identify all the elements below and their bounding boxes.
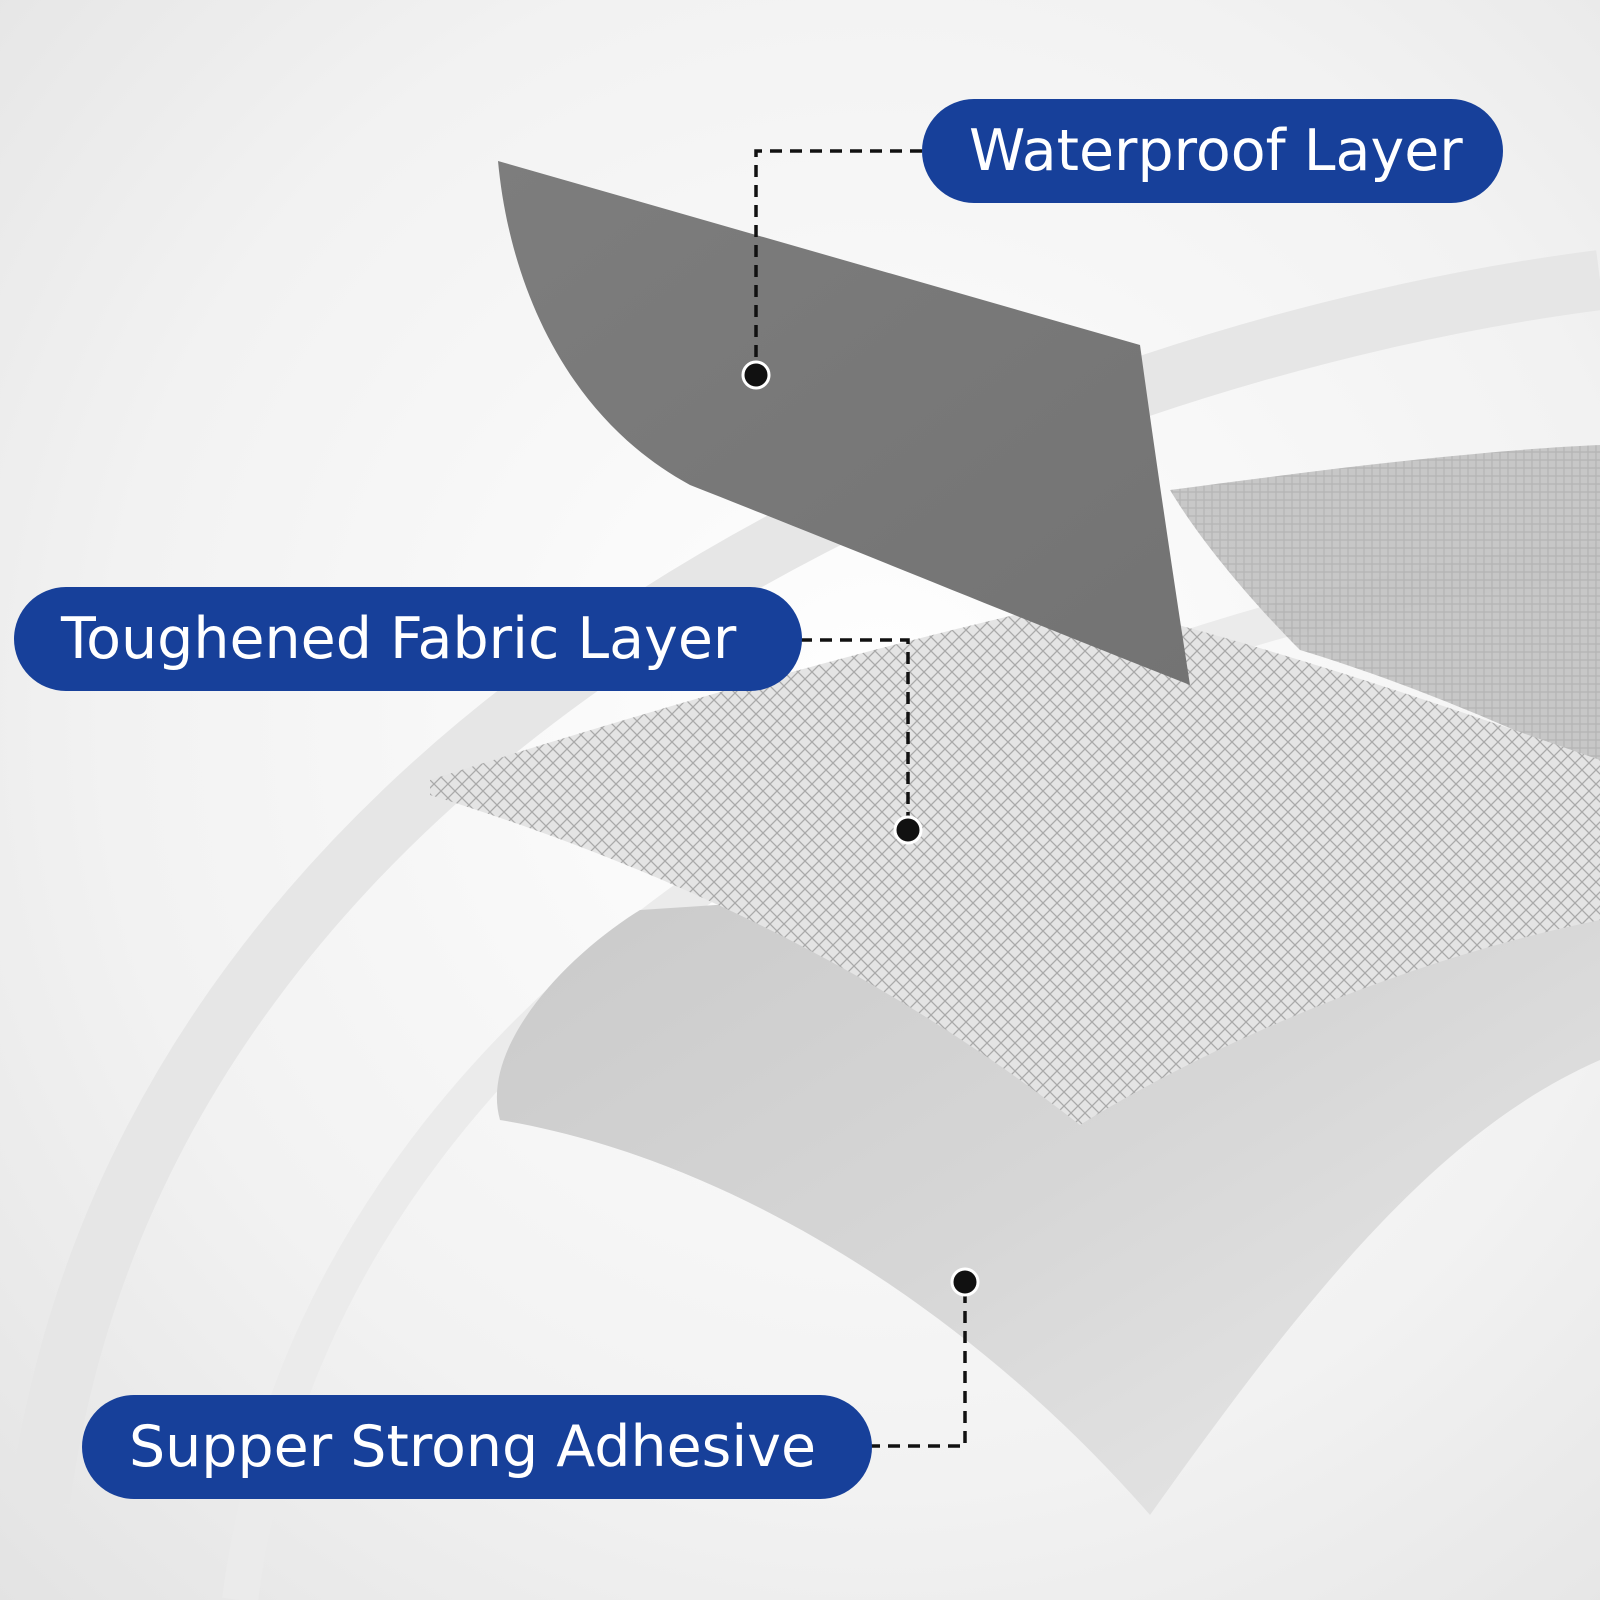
adhesive-leader-dot <box>950 1267 980 1297</box>
waterproof-layer-label-text: Waterproof Layer <box>969 118 1463 184</box>
waterproof-leader-dot <box>741 360 771 390</box>
adhesive-leader-line <box>868 1282 967 1448</box>
toughened-fabric-layer-label-text: Toughened Fabric Layer <box>61 606 737 672</box>
fabric-leader-dot <box>893 815 923 845</box>
waterproof-layer-shape <box>498 161 1190 685</box>
fabric-mesh-shape <box>430 600 1600 1125</box>
adhesive-layer-shape <box>496 840 1600 1515</box>
waterproof-leader-line <box>754 149 922 375</box>
adhesive-layer-label-text: Supper Strong Adhesive <box>129 1414 817 1480</box>
fabric-back-shape <box>1170 445 1600 770</box>
waterproof-layer-label: Waterproof Layer <box>922 99 1503 203</box>
adhesive-layer-label: Supper Strong Adhesive <box>82 1395 872 1499</box>
toughened-fabric-layer-label: Toughened Fabric Layer <box>14 587 802 691</box>
fabric-leader-line <box>800 638 910 830</box>
